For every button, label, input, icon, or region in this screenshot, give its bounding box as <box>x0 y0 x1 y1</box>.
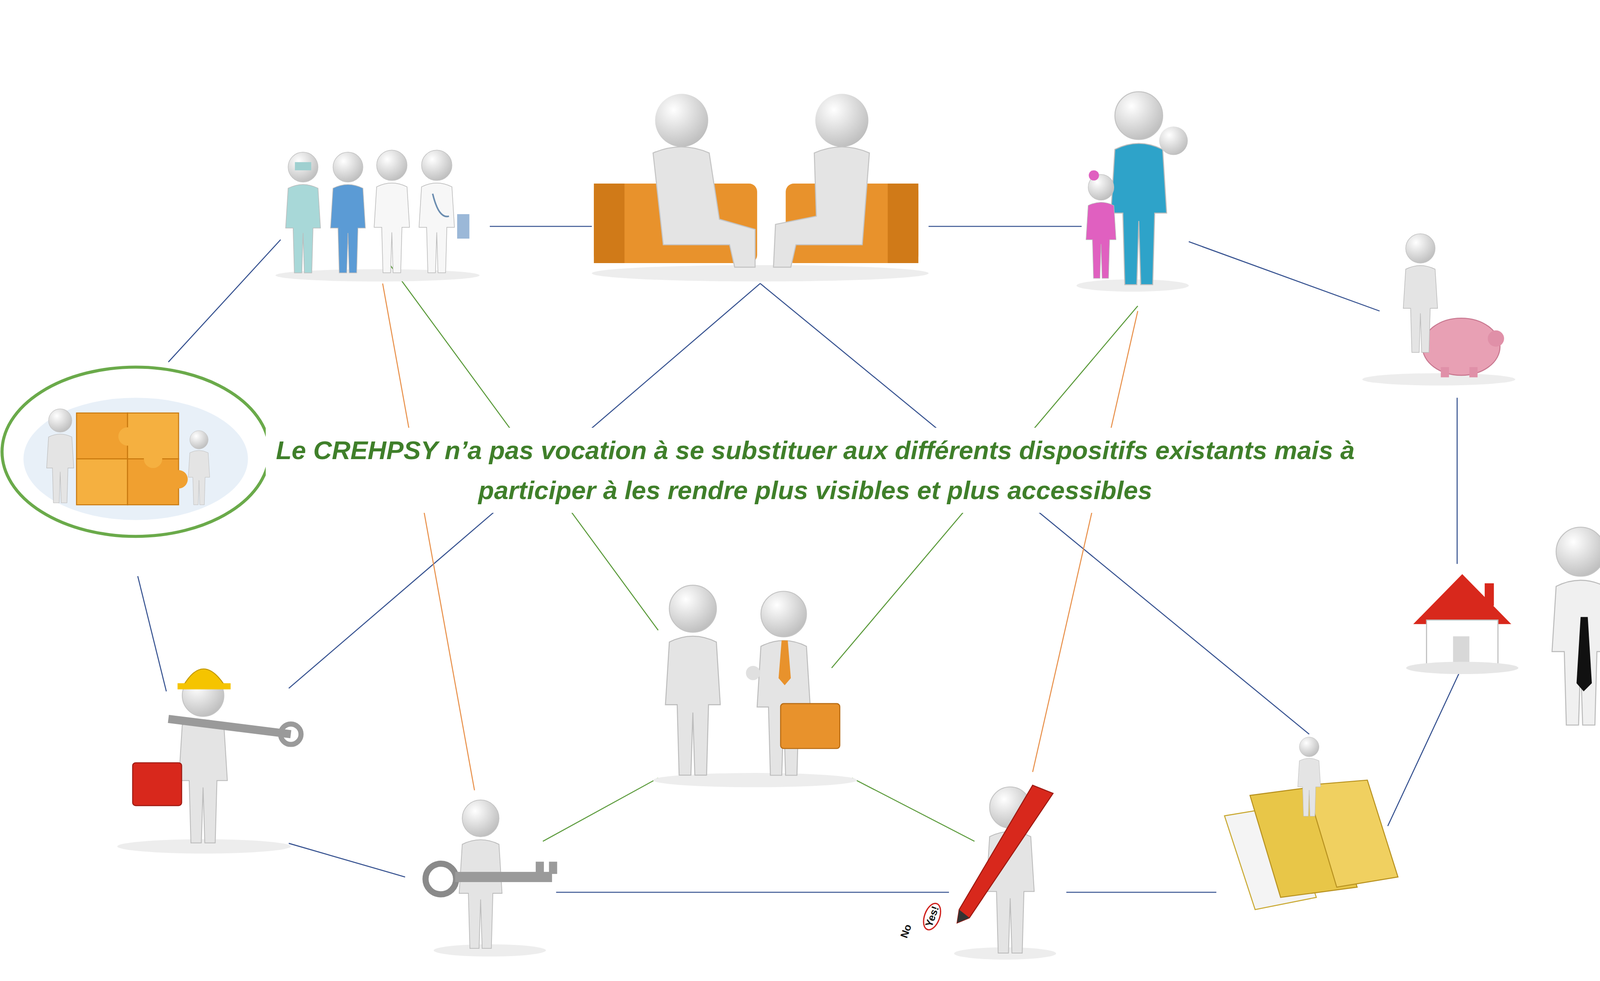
worker-icon <box>178 675 228 844</box>
puzzle-icon <box>144 449 163 469</box>
puzzle-icon <box>23 397 249 521</box>
pencil-icon <box>957 909 970 924</box>
handshake-icon <box>778 640 791 686</box>
key-icon <box>425 800 558 957</box>
blue-link <box>928 225 1082 227</box>
puzzle-icon <box>2 367 270 537</box>
conversation-icon <box>591 93 929 282</box>
family-icon <box>1111 91 1167 285</box>
puzzle-icon <box>2 367 270 537</box>
pencil-icon <box>957 785 1054 924</box>
pencil-word-wrap: Yes! <box>919 900 946 934</box>
conversation-icon <box>655 93 709 147</box>
key-icon <box>535 861 544 874</box>
house-icon <box>1406 527 1600 725</box>
green-link <box>382 254 1138 842</box>
conversation-icon <box>887 183 919 264</box>
blue-link <box>1387 673 1459 827</box>
folders-icon <box>1306 780 1399 888</box>
worker-icon <box>132 762 182 806</box>
pencil-word-wrap: No <box>897 921 915 941</box>
blue-link <box>489 225 592 227</box>
house-icon <box>1452 636 1470 665</box>
medical-team-icon <box>374 150 410 273</box>
worker-icon <box>280 724 301 745</box>
family-icon <box>1086 174 1117 279</box>
conversation-icon <box>653 147 756 268</box>
piggy-bank-icon <box>1362 233 1516 386</box>
worker-icon <box>183 669 225 686</box>
puzzle-icon <box>118 427 137 446</box>
house-icon <box>1484 583 1494 606</box>
piggy-bank-icon <box>1487 330 1505 348</box>
house-icon <box>1406 662 1519 675</box>
pencil-word: Yes! <box>919 900 946 934</box>
house-icon <box>1576 617 1592 692</box>
piggy-bank-icon <box>1440 367 1450 378</box>
green-link <box>852 778 975 842</box>
medical-team-icon <box>330 152 366 274</box>
blue-link <box>1066 891 1217 893</box>
orange-link <box>1032 311 1138 773</box>
house-icon <box>1413 574 1512 625</box>
handshake-icon <box>665 585 721 776</box>
central-statement-wrap: Le CREHPSY n’a pas vocation à se substit… <box>265 427 1365 513</box>
puzzle-icon <box>188 430 210 506</box>
folders-icon <box>1297 737 1321 817</box>
blue-link <box>1188 241 1380 311</box>
pencil-icon <box>954 785 1057 961</box>
worker-icon <box>117 839 291 854</box>
medical-team-icon <box>275 150 480 282</box>
family-icon <box>1088 170 1100 181</box>
conversation-icon <box>815 93 869 147</box>
worker-icon <box>168 718 292 735</box>
orange-link <box>382 283 1138 791</box>
key-icon <box>425 863 457 895</box>
puzzle-icon <box>46 408 74 504</box>
medical-team-icon <box>457 214 470 239</box>
piggy-bank-icon <box>1403 233 1438 353</box>
piggy-bank-icon <box>1422 318 1500 376</box>
puzzle-icon <box>76 458 128 505</box>
pencil-word: No <box>897 921 915 941</box>
handshake-icon <box>653 585 858 788</box>
blue-link <box>137 576 166 692</box>
family-icon <box>1159 126 1188 155</box>
central-statement: Le CREHPSY n’a pas vocation à se substit… <box>265 427 1365 513</box>
puzzle-icon <box>169 470 188 489</box>
blue-link <box>288 843 406 878</box>
medical-team-icon <box>418 150 455 273</box>
piggy-bank-icon <box>1469 367 1478 378</box>
medical-team-icon <box>294 162 312 171</box>
handshake-icon <box>746 666 761 681</box>
network-lines <box>137 226 1459 893</box>
handshake-icon <box>780 703 840 749</box>
family-icon <box>1076 91 1189 292</box>
green-link <box>542 778 658 842</box>
key-icon <box>549 861 558 874</box>
medical-team-icon <box>432 193 449 217</box>
worker-icon <box>177 683 231 690</box>
piggy-bank-icon <box>1362 373 1516 386</box>
blue-link <box>137 226 1459 893</box>
folders-icon <box>1224 737 1398 910</box>
blue-link <box>168 239 281 363</box>
worker-icon <box>117 669 301 854</box>
house-icon <box>1551 527 1600 725</box>
blue-link <box>1456 397 1458 565</box>
house-icon <box>1426 620 1499 665</box>
orange-link <box>382 283 475 791</box>
blue-link <box>555 891 949 893</box>
conversation-icon <box>773 147 870 268</box>
conversation-icon <box>593 183 625 264</box>
conversation-icon <box>591 265 929 282</box>
medical-team-icon <box>285 152 321 274</box>
